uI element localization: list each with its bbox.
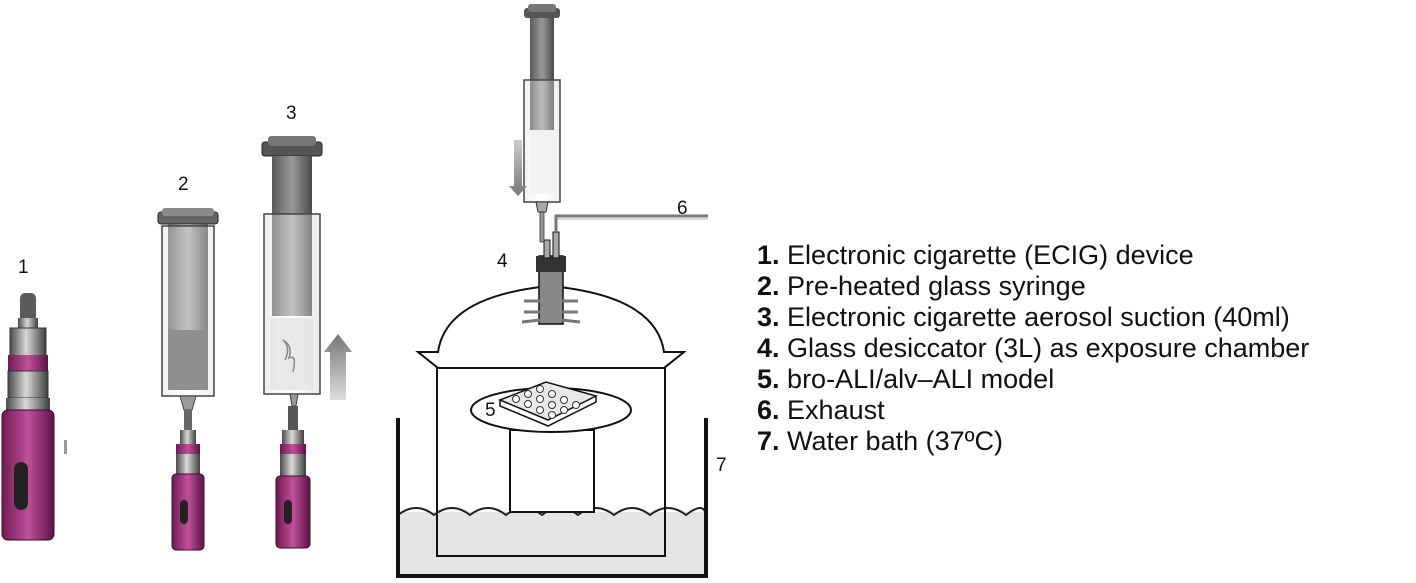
legend-item: 6. Exhaust bbox=[757, 395, 885, 425]
label-preheated-syringe: 2 bbox=[178, 174, 189, 195]
injection-arrow-icon bbox=[509, 140, 527, 196]
legend-item: 7. Water bath (37ºC) bbox=[757, 426, 1003, 456]
ecig-device bbox=[1, 293, 67, 541]
label-water-bath: 7 bbox=[716, 455, 727, 476]
legend-item: 5. bro-ALI/alv–ALI model bbox=[757, 364, 1055, 394]
suction-syringe bbox=[261, 136, 323, 549]
legend: 1. Electronic cigarette (ECIG) device 2.… bbox=[757, 240, 1309, 457]
label-exhaust: 6 bbox=[677, 198, 688, 219]
legend-item: 2. Pre-heated glass syringe bbox=[757, 271, 1086, 301]
injection-syringe bbox=[523, 4, 561, 243]
suction-arrow-icon bbox=[324, 334, 352, 400]
label-suction-syringe: 3 bbox=[286, 103, 297, 124]
legend-item: 3. Electronic cigarette aerosol suction … bbox=[757, 302, 1290, 332]
label-desiccator: 4 bbox=[497, 251, 508, 272]
exposure-chamber bbox=[396, 214, 708, 578]
legend-item: 4. Glass desiccator (3L) as exposure cha… bbox=[757, 333, 1310, 363]
legend-item: 1. Electronic cigarette (ECIG) device bbox=[757, 240, 1194, 270]
label-ecig: 1 bbox=[18, 257, 29, 278]
preheated-syringe bbox=[157, 208, 219, 551]
label-model: 5 bbox=[485, 400, 496, 421]
